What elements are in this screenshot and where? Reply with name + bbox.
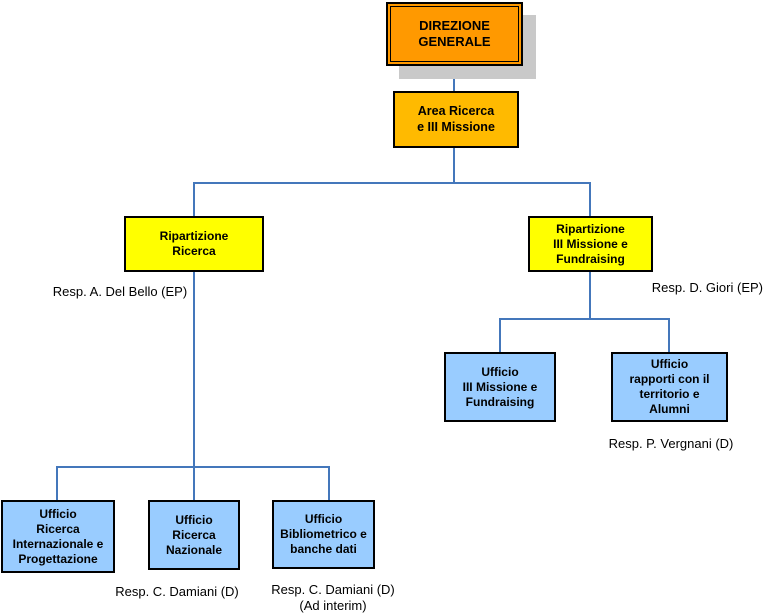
connector-level3-right-horizontal (499, 318, 670, 320)
connector-rip-ricerca-down (193, 272, 195, 500)
node-ripartizione-iii-missione-fundraising: Ripartizione III Missione e Fundraising (528, 216, 653, 272)
label-resp-damiani-ad-interim: Resp. C. Damiani (D) (Ad interim) (271, 582, 395, 614)
node-area-ricerca-iii-missione: Area Ricerca e III Missione (393, 91, 519, 148)
node-ufficio-iii-missione-fundraising: Ufficio III Missione e Fundraising (444, 352, 556, 422)
connector-level3-left-horizontal (56, 466, 330, 468)
connector-rip-missione-down (589, 272, 591, 319)
connector-drop-uff-internazionale (56, 466, 58, 500)
connector-direzione-area (453, 66, 455, 91)
label-resp-giori: Resp. D. Giori (EP) (651, 280, 763, 295)
connector-drop-rip-ricerca (193, 182, 195, 216)
connector-drop-uff-missione (499, 318, 501, 352)
node-ufficio-ricerca-nazionale: Ufficio Ricerca Nazionale (148, 500, 240, 570)
connector-drop-uff-bibliometrico (328, 466, 330, 500)
node-direzione-generale: DIREZIONE GENERALE (386, 2, 523, 66)
label-resp-damiani: Resp. C. Damiani (D) (115, 584, 239, 599)
node-ufficio-bibliometrico: Ufficio Bibliometrico e banche dati (272, 500, 375, 569)
node-ufficio-rapporti-territorio-alumni: Ufficio rapporti con il territorio e Alu… (611, 352, 728, 422)
label-resp-vergnani: Resp. P. Vergnani (D) (608, 436, 734, 451)
node-ripartizione-ricerca: Ripartizione Ricerca (124, 216, 264, 272)
connector-drop-rip-missione (589, 182, 591, 216)
connector-level2-horizontal (193, 182, 591, 184)
connector-drop-uff-rapporti (668, 318, 670, 352)
label-resp-del-bello: Resp. A. Del Bello (EP) (52, 284, 188, 299)
connector-area-down (453, 148, 455, 184)
node-ufficio-ricerca-internazionale: Ufficio Ricerca Internazionale e Progett… (1, 500, 115, 573)
